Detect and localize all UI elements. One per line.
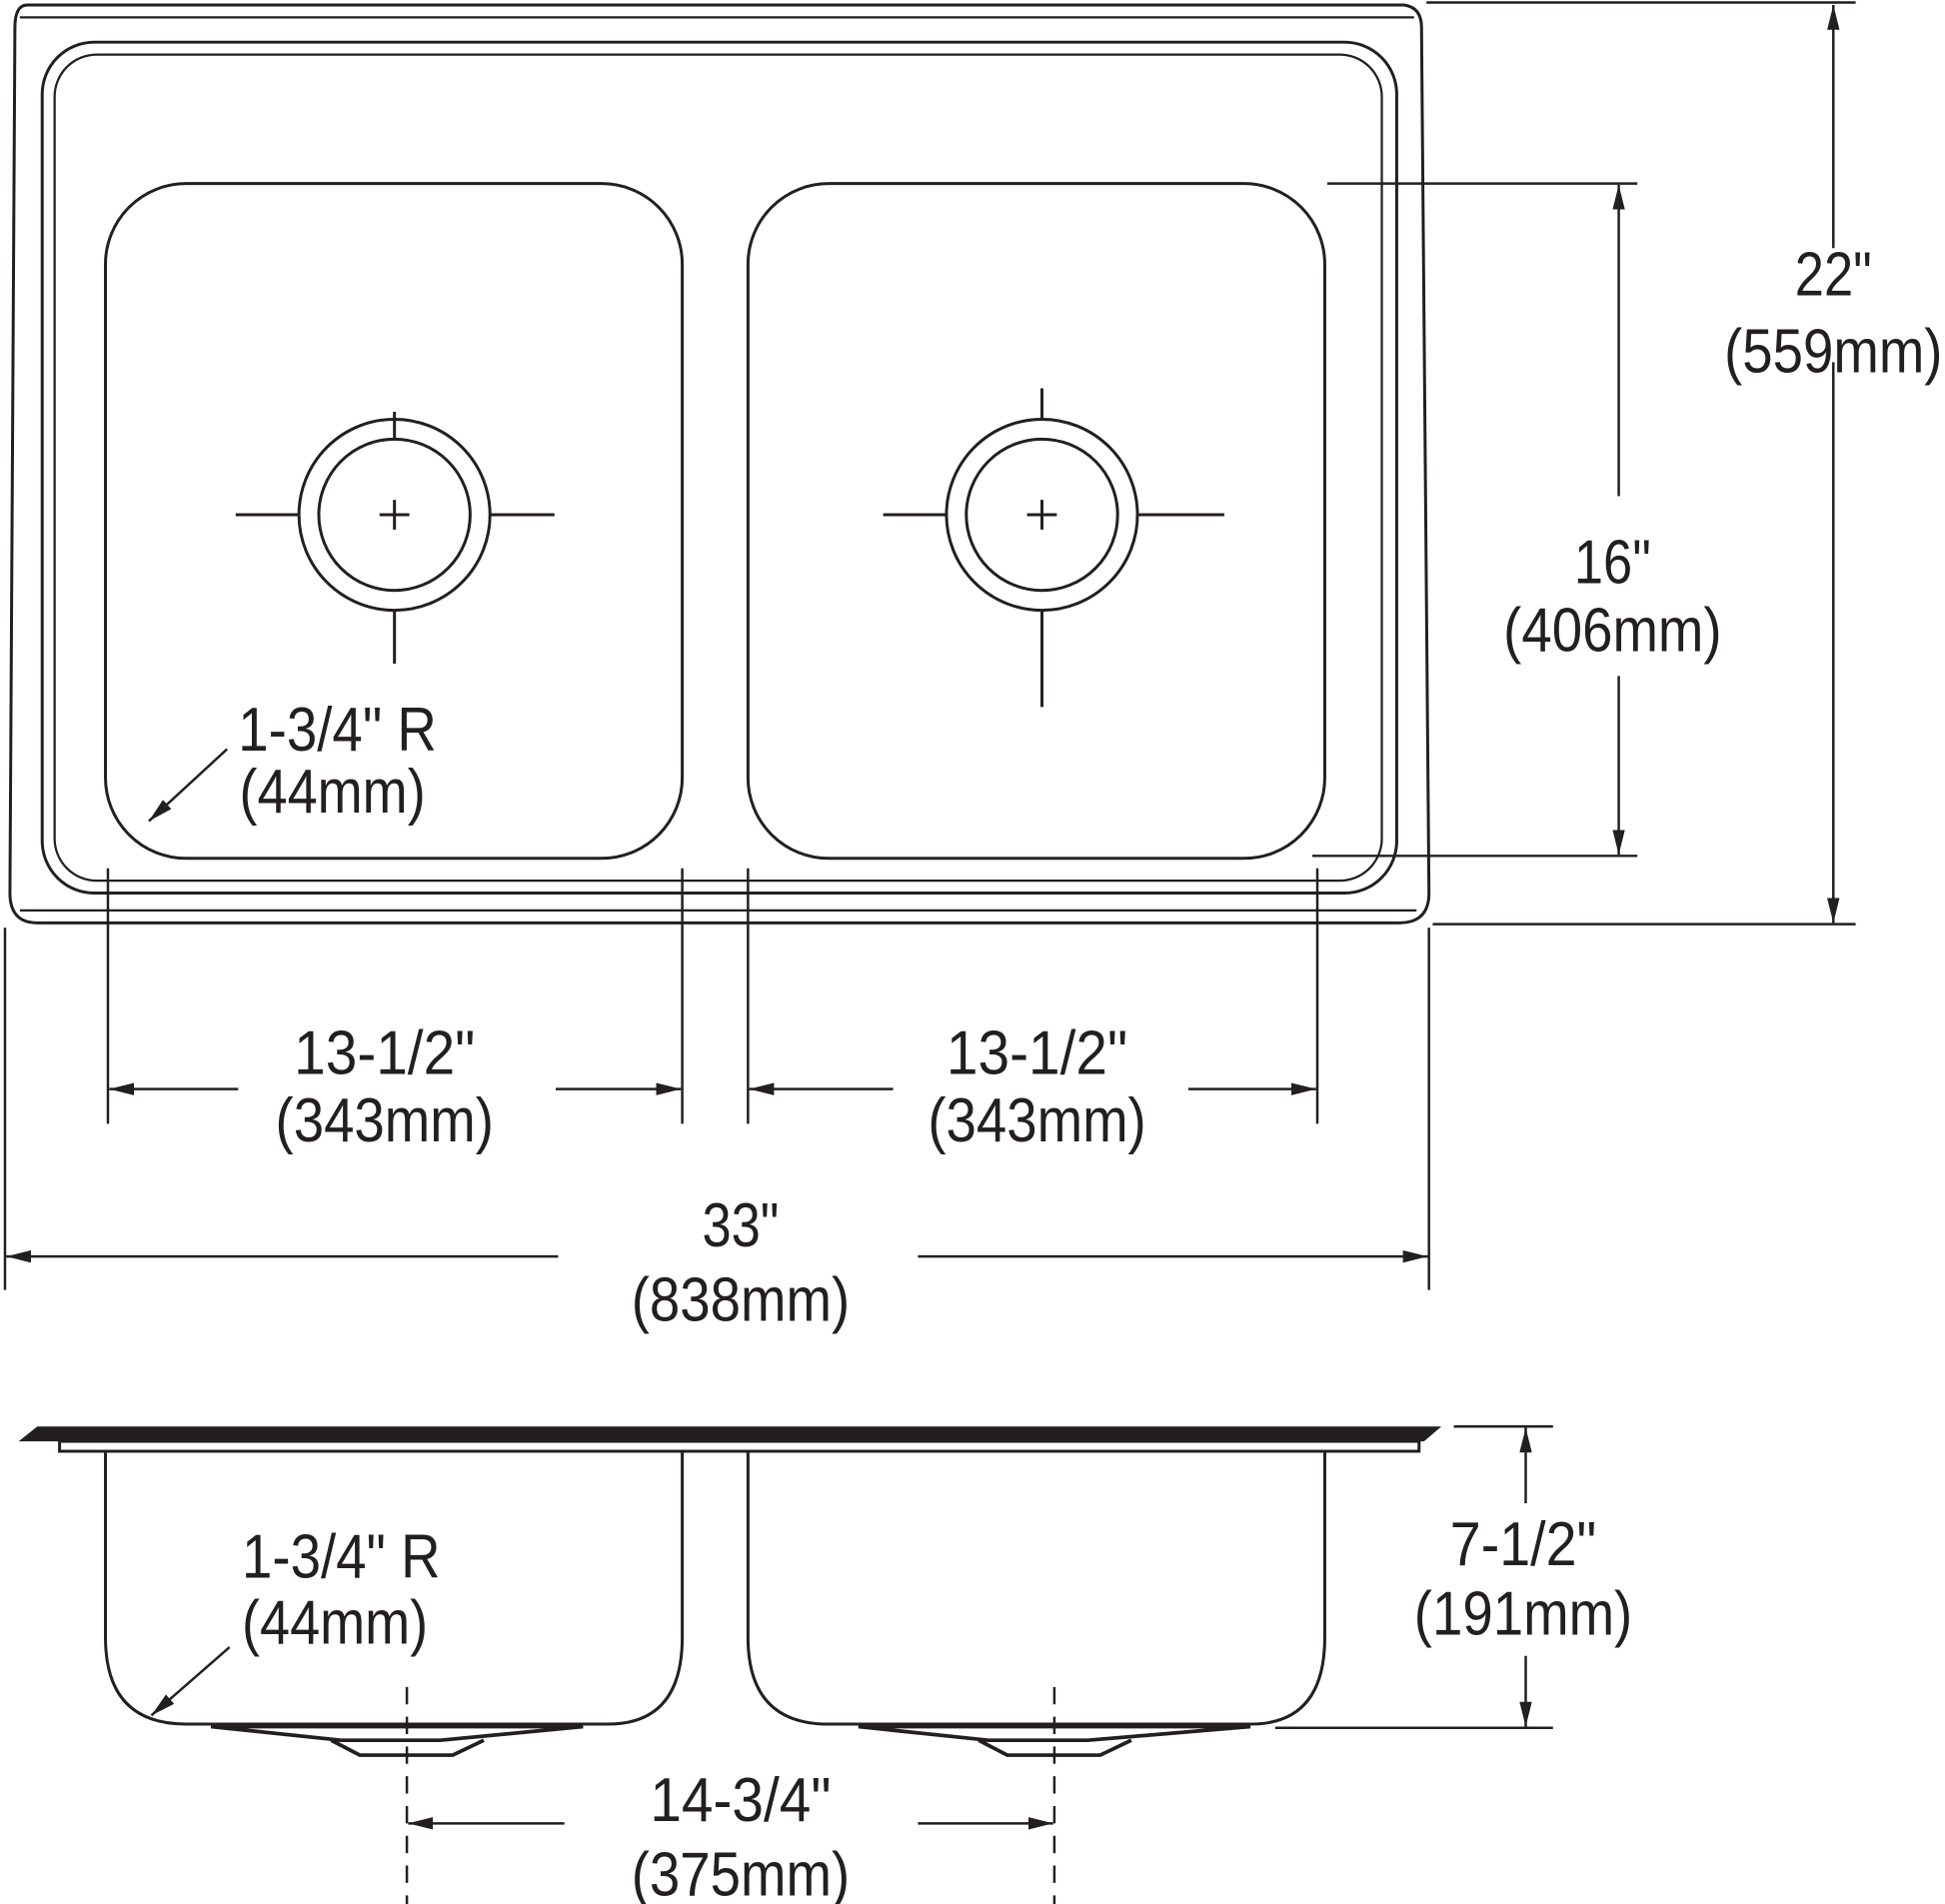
bowl-height-mm: (191mm) — [1414, 1580, 1632, 1649]
corner-radius-mm: (44mm) — [240, 758, 426, 827]
drain-spacing-mm: (375mm) — [632, 1840, 850, 1904]
left-bowl-width-mm: (343mm) — [276, 1086, 494, 1155]
radius-leader-arrow — [148, 748, 228, 823]
overall-width-mm: (838mm) — [632, 1266, 850, 1335]
left-bowl-profile — [104, 1451, 685, 1726]
overall-depth-in: 22" — [1795, 240, 1872, 309]
rim-edge — [19, 16, 1417, 913]
drain-spacing-in: 14-3/4" — [650, 1766, 831, 1835]
flange-skirt — [58, 1439, 1421, 1453]
left-bowl — [104, 182, 685, 861]
side-corner-radius-in: 1-3/4" R — [242, 1523, 441, 1592]
right-bowl-width-in: 13-1/2" — [947, 1019, 1127, 1088]
right-bowl — [746, 182, 1326, 861]
inner-rim — [40, 40, 1398, 896]
side-view: 1-3/4" R (44mm) 7-1/2" (191mm) 14-3/4" (… — [18, 1424, 1632, 1904]
right-bowl-width-mm: (343mm) — [928, 1086, 1145, 1155]
left-drain — [235, 412, 555, 664]
bowl-height-in: 7-1/2" — [1450, 1510, 1596, 1579]
overall-depth-mm: (559mm) — [1724, 317, 1942, 386]
left-drain-body — [210, 1724, 584, 1757]
inner-rim-edge — [53, 53, 1383, 883]
bowl-depth-mm: (406mm) — [1503, 597, 1721, 666]
bowl-depth-in: 16" — [1574, 528, 1651, 597]
radius-leader-arrow-side — [150, 1646, 231, 1717]
side-corner-radius-mm: (44mm) — [242, 1588, 428, 1657]
top-view: 1-3/4" R (44mm) 22" (559mm) 16" (406mm) … — [3, 1, 1942, 1335]
corner-radius-in: 1-3/4" R — [238, 696, 437, 765]
left-bowl-width-in: 13-1/2" — [294, 1019, 475, 1088]
drain-centerlines — [405, 1686, 1056, 1904]
overall-width-in: 33" — [702, 1191, 779, 1260]
right-drain — [883, 388, 1224, 708]
outer-rim — [8, 3, 1431, 925]
flange — [18, 1426, 1442, 1442]
right-bowl-profile — [746, 1451, 1326, 1726]
